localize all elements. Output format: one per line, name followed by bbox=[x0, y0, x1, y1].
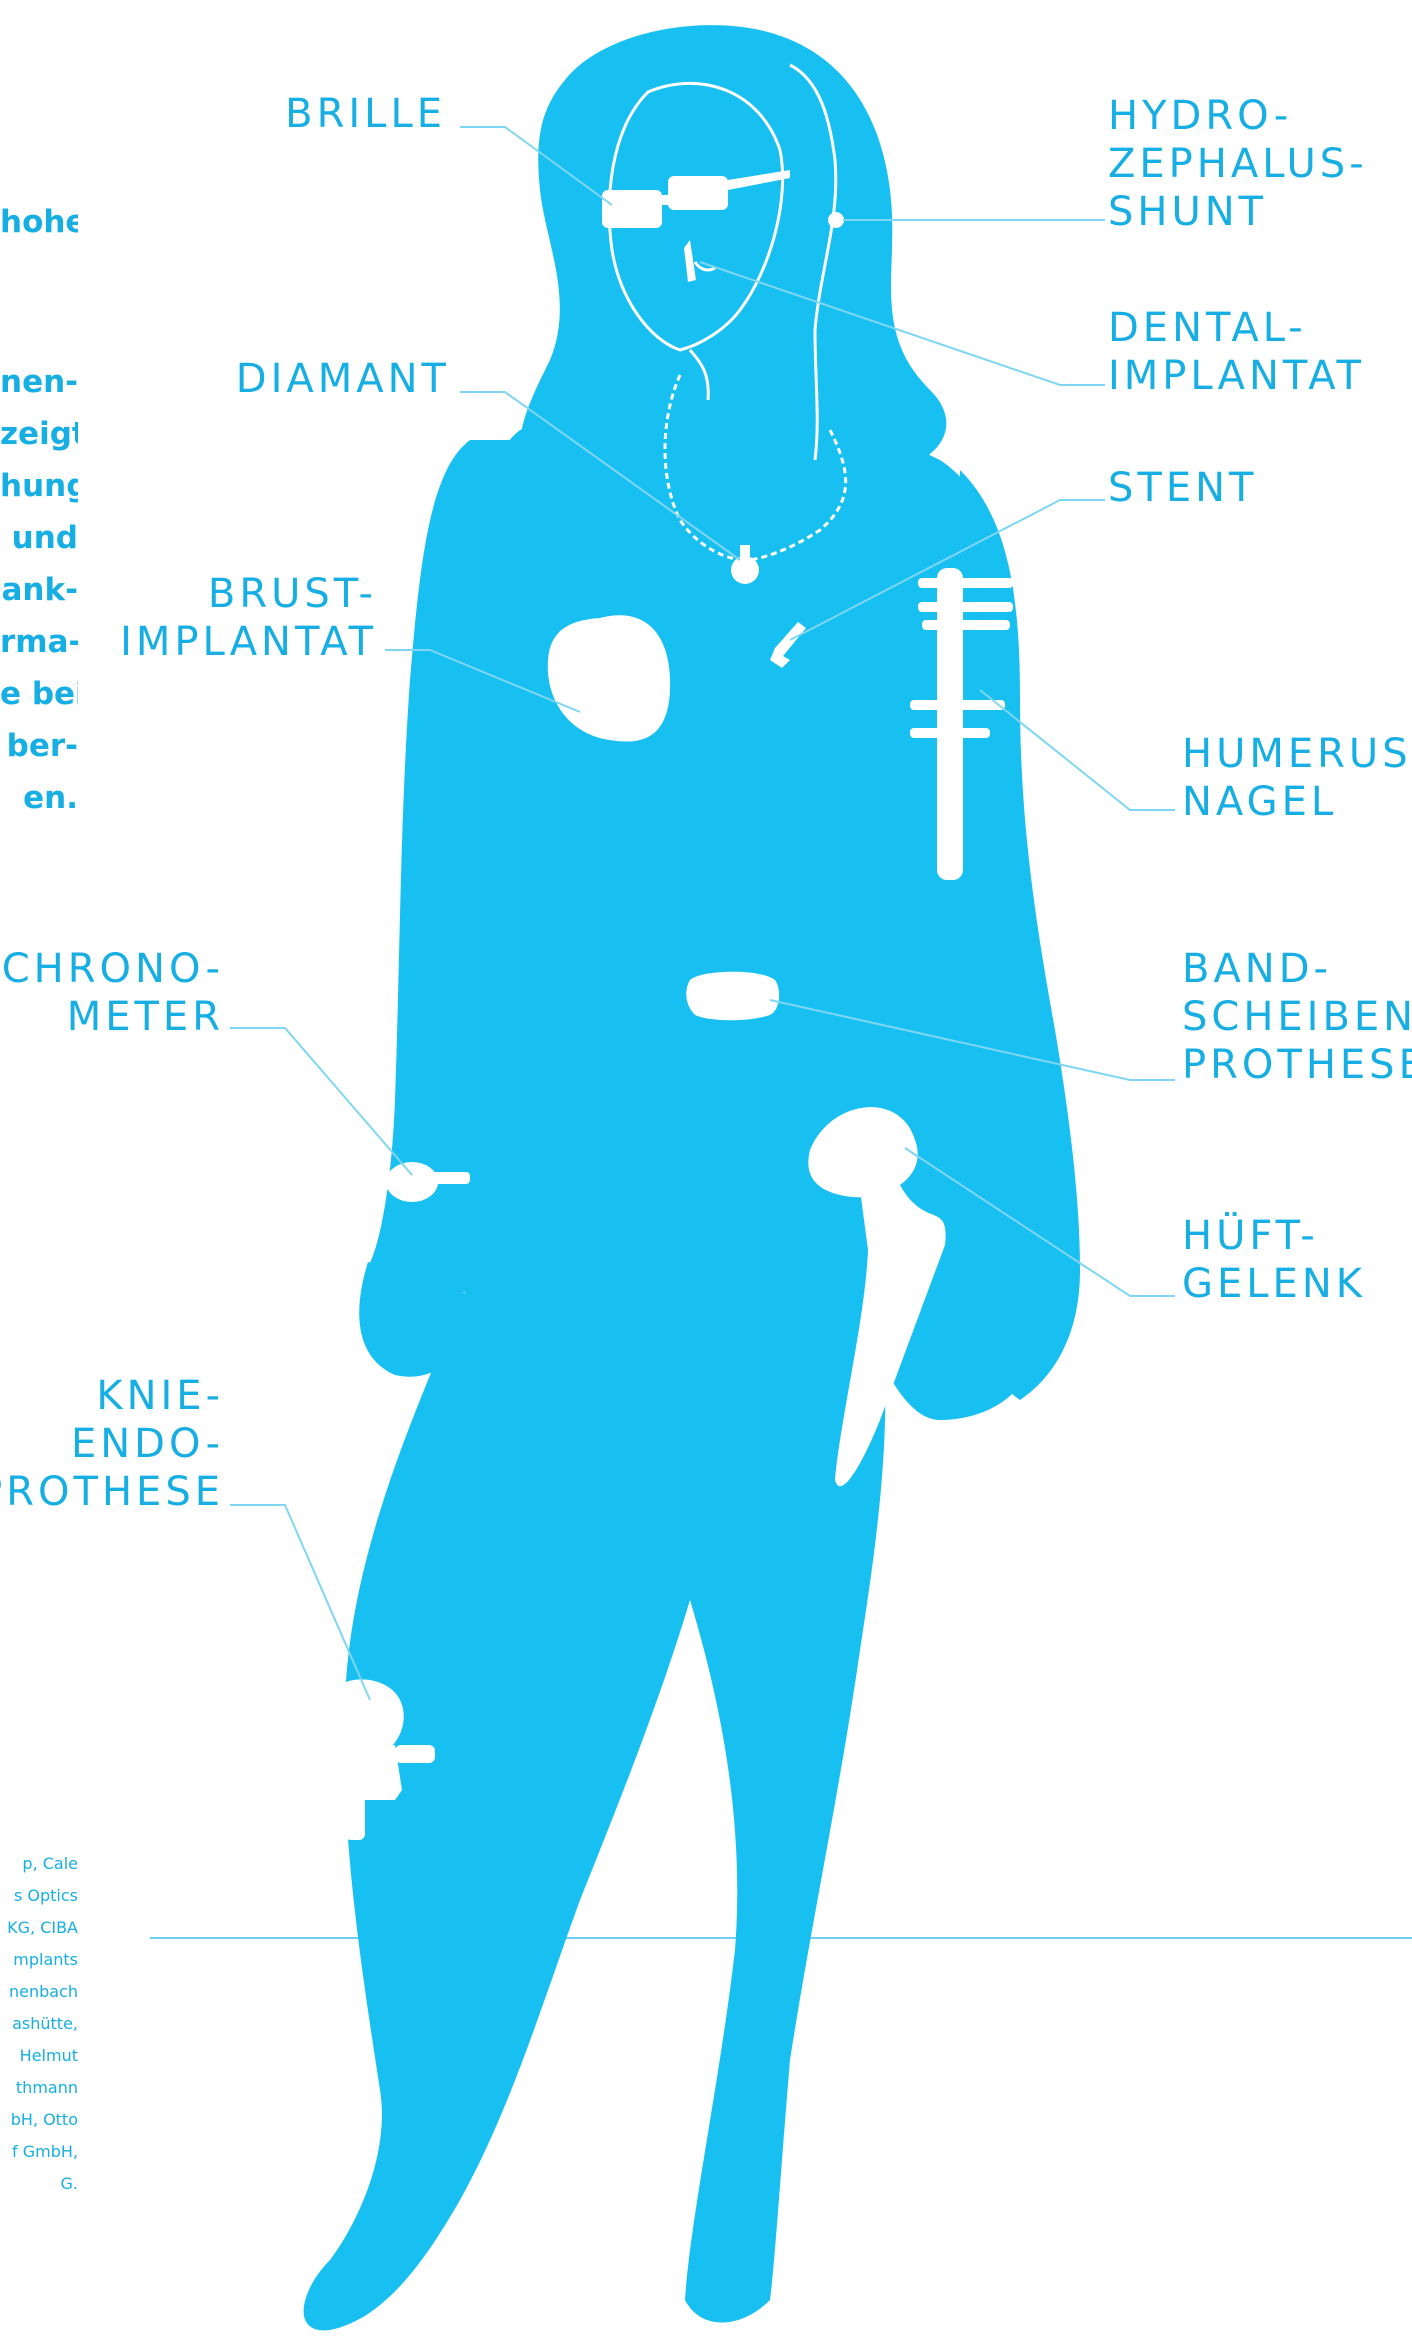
label-line: KNIE- bbox=[0, 1372, 224, 1420]
label-chronometer: CHRONO- METER bbox=[2, 945, 224, 1041]
label-diamant: DIAMANT bbox=[236, 355, 450, 403]
label-brust: BRUST- IMPLANTAT bbox=[120, 570, 377, 666]
label-line: BAND- bbox=[1182, 945, 1412, 993]
label-knie: KNIE- ENDO- PROTHESE bbox=[0, 1372, 224, 1516]
label-line: PROTHESE bbox=[1182, 1041, 1412, 1089]
label-line: NAGEL bbox=[1182, 778, 1412, 826]
label-hueft: HÜFT- GELENK bbox=[1182, 1212, 1366, 1308]
label-line: ZEPHALUS- bbox=[1108, 140, 1368, 188]
label-line: DENTAL- bbox=[1108, 304, 1365, 352]
label-stent: STENT bbox=[1108, 464, 1257, 512]
disc-prosthesis-icon bbox=[686, 972, 779, 1021]
label-brille: BRILLE bbox=[285, 90, 446, 138]
label-line: DIAMANT bbox=[236, 355, 450, 403]
label-line: CHRONO- bbox=[2, 945, 224, 993]
label-line: IMPLANTAT bbox=[120, 618, 377, 666]
leader-line-chronometer bbox=[230, 1028, 412, 1175]
label-line: SHUNT bbox=[1108, 188, 1368, 236]
label-line: HYDRO- bbox=[1108, 92, 1368, 140]
label-line: PROTHESE bbox=[0, 1468, 224, 1516]
label-line: METER bbox=[2, 993, 224, 1041]
label-line: ENDO- bbox=[0, 1420, 224, 1468]
label-line: BRILLE bbox=[285, 90, 446, 138]
label-dental: DENTAL- IMPLANTAT bbox=[1108, 304, 1365, 400]
label-line: HÜFT- bbox=[1182, 1212, 1366, 1260]
label-line: IMPLANTAT bbox=[1108, 352, 1365, 400]
shunt-icon bbox=[828, 212, 844, 228]
label-line: STENT bbox=[1108, 464, 1257, 512]
label-bandscheiben: BAND- SCHEIBEN- PROTHESE bbox=[1182, 945, 1412, 1089]
label-hydrozephalus: HYDRO- ZEPHALUS- SHUNT bbox=[1108, 92, 1368, 236]
label-line: BRUST- bbox=[120, 570, 377, 618]
label-line: SCHEIBEN- bbox=[1182, 993, 1412, 1041]
label-line: HUMERUS- bbox=[1182, 730, 1412, 778]
label-humerus: HUMERUS- NAGEL bbox=[1182, 730, 1412, 826]
label-line: GELENK bbox=[1182, 1260, 1366, 1308]
